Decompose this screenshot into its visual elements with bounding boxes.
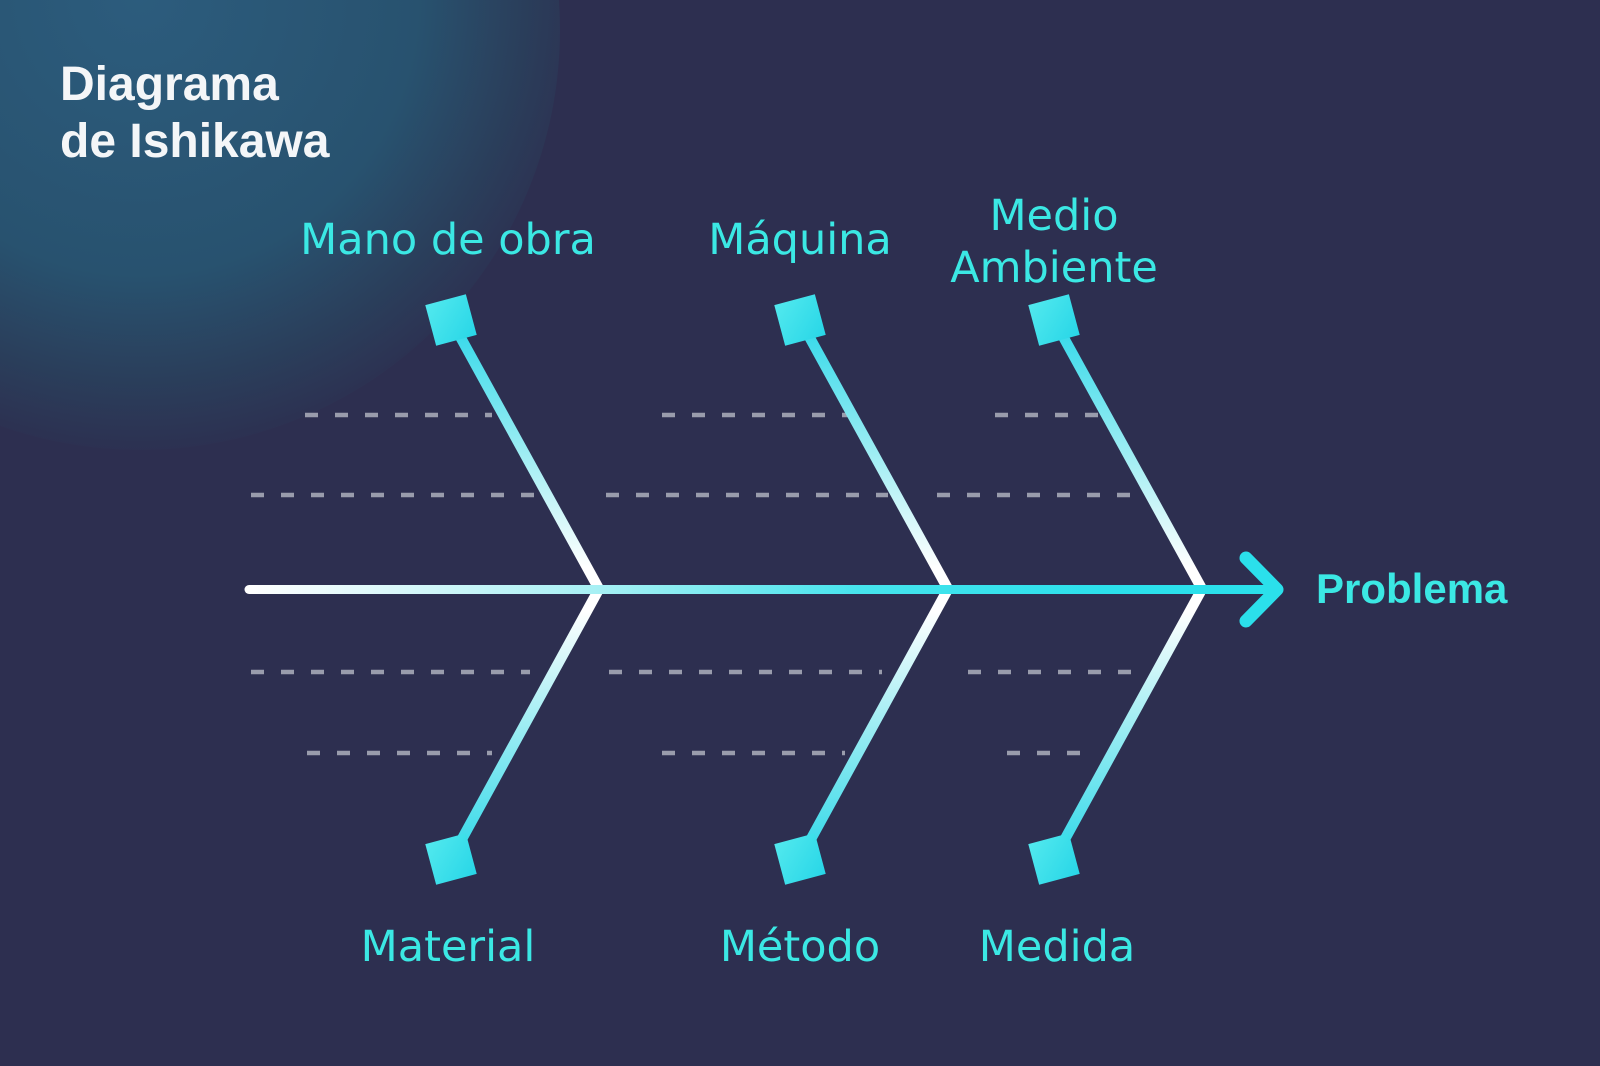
diamond-marker <box>425 294 477 346</box>
cause-label-material: Material <box>360 922 536 972</box>
page-title-line2: de Ishikawa <box>60 115 330 168</box>
cause-label-maquina: Máquina <box>708 215 892 265</box>
problem-label: Problema <box>1316 565 1508 612</box>
cause-label-medio-ambiente: Medio Ambiente <box>950 191 1158 293</box>
diamond-marker <box>774 294 826 346</box>
page-title-line1: Diagrama <box>60 58 279 111</box>
dashed-cause-lines <box>251 412 1140 756</box>
diamond-marker <box>774 833 826 885</box>
cause-label-metodo: Método <box>719 922 881 972</box>
diamond-marker <box>425 833 477 885</box>
page-title: Diagrama de Ishikawa <box>60 56 329 170</box>
cause-label-medida: Medida <box>978 922 1136 972</box>
cause-label-mano-de-obra: Mano de obra <box>300 215 596 265</box>
branch-diamonds <box>425 294 1080 885</box>
diamond-marker <box>1028 294 1080 346</box>
diamond-marker <box>1028 833 1080 885</box>
arrow-head-icon <box>1239 551 1284 628</box>
